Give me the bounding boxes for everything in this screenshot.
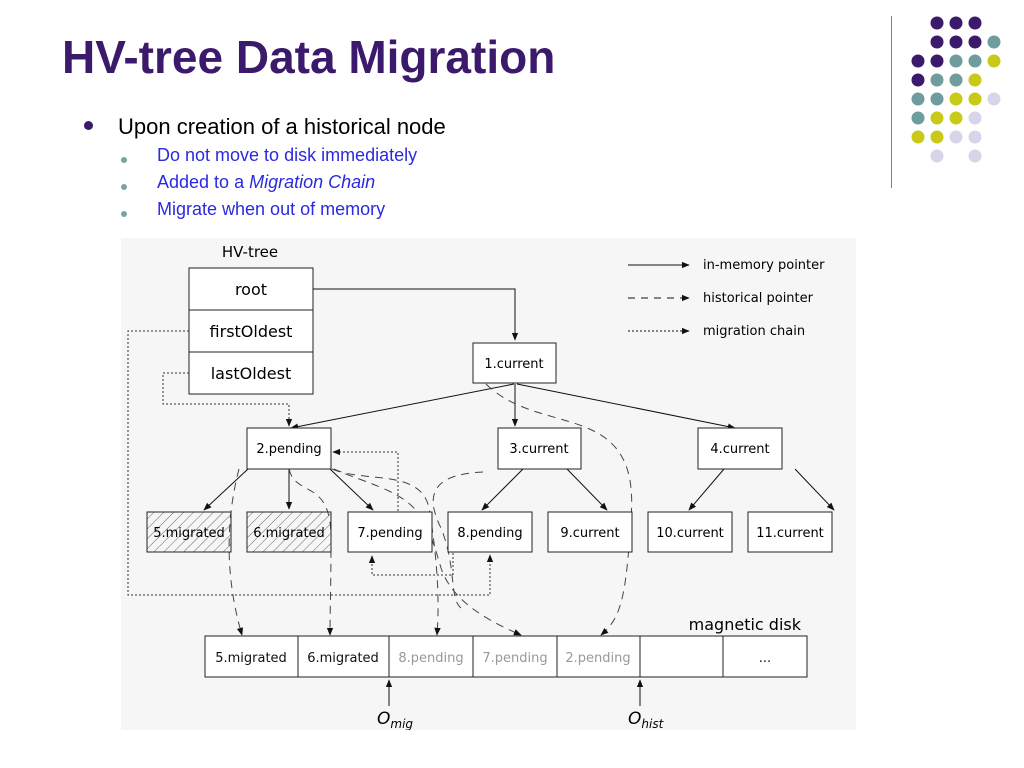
- node-3-current: 3.current: [497, 427, 582, 470]
- sub-bullet-2-italic: Migration Chain: [249, 172, 376, 192]
- node-7-pending: 7.pending: [347, 511, 433, 553]
- in-memory-pointers: [203, 288, 835, 511]
- decorative-dot: [987, 35, 1001, 49]
- disk-cell-5: 2.pending: [565, 651, 630, 666]
- decorative-dot: [930, 16, 944, 30]
- decorative-dot: [968, 73, 982, 87]
- node-4-current: 4.current: [697, 427, 783, 470]
- header-last-oldest: lastOldest: [211, 364, 292, 383]
- node-2-label: 2.pending: [256, 442, 321, 457]
- decorative-dot: [987, 92, 1001, 106]
- decorative-dot: [949, 92, 963, 106]
- sub-bullet-3: Migrate when out of memory: [157, 199, 385, 220]
- decorative-dot: [930, 73, 944, 87]
- tree-nodes: 1.current 2.pending 3.current 4.current …: [146, 342, 833, 553]
- decorative-dot: [968, 149, 982, 163]
- disk-label: magnetic disk: [689, 615, 802, 634]
- sub-bullet-marker: [121, 184, 127, 190]
- decorative-dot: [930, 54, 944, 68]
- disk-cell-7: ...: [759, 651, 771, 666]
- node-6-label: 6.migrated: [253, 526, 325, 541]
- disk-cell-3: 8.pending: [398, 651, 463, 666]
- node-11-label: 11.current: [756, 526, 824, 541]
- node-7-label: 7.pending: [357, 526, 422, 541]
- node-9-label: 9.current: [560, 526, 619, 541]
- decorative-dot: [949, 16, 963, 30]
- decorative-dot: [949, 111, 963, 125]
- decorative-dot: [968, 130, 982, 144]
- o-mig-label: Omig: [377, 709, 413, 730]
- magnetic-disk-strip: 5.migrated 6.migrated 8.pending 7.pendin…: [204, 635, 808, 678]
- decorative-dot: [911, 73, 925, 87]
- disk-cell-2: 6.migrated: [307, 651, 379, 666]
- decorative-dot: [949, 130, 963, 144]
- decorative-dot: [968, 16, 982, 30]
- node-8-label: 8.pending: [457, 526, 522, 541]
- bullet-main: Upon creation of a historical node: [118, 114, 446, 139]
- node-9-current: 9.current: [547, 511, 633, 553]
- node-4-label: 4.current: [710, 442, 769, 457]
- node-11-current: 11.current: [747, 511, 833, 553]
- node-10-current: 10.current: [647, 511, 733, 553]
- decorative-dot: [949, 54, 963, 68]
- decorative-dot: [949, 73, 963, 87]
- o-hist-label: Ohist: [628, 709, 665, 730]
- legend-in-memory: in-memory pointer: [703, 258, 825, 273]
- node-3-label: 3.current: [509, 442, 568, 457]
- disk-cell-4: 7.pending: [482, 651, 547, 666]
- decorative-dot-grid: [911, 16, 1001, 163]
- node-5-migrated: 5.migrated: [146, 511, 232, 553]
- legend-historical: historical pointer: [703, 291, 814, 306]
- sub-bullet-marker: [121, 211, 127, 217]
- decorative-vertical-line: [891, 16, 892, 188]
- disk-cell-1: 5.migrated: [215, 651, 287, 666]
- sub-bullet-2: Added to a Migration Chain: [157, 172, 375, 193]
- offset-pointers: Omig Ohist: [377, 679, 665, 731]
- node-8-pending: 8.pending: [447, 511, 533, 553]
- diagram-svg: HV-tree root firstOldest lastOldest in-m…: [127, 243, 835, 731]
- node-10-label: 10.current: [656, 526, 724, 541]
- node-5-label: 5.migrated: [153, 526, 225, 541]
- legend: in-memory pointer historical pointer mig…: [628, 258, 825, 339]
- header-first-oldest: firstOldest: [210, 322, 293, 341]
- sub-bullet-1: Do not move to disk immediately: [157, 145, 417, 166]
- decorative-dot: [949, 35, 963, 49]
- legend-migration: migration chain: [703, 324, 805, 339]
- node-1-current: 1.current: [472, 342, 557, 384]
- slide-title: HV-tree Data Migration: [62, 31, 556, 83]
- decorative-dot: [968, 111, 982, 125]
- decorative-dot: [911, 130, 925, 144]
- sub-bullet-2-text: Added to a: [157, 172, 250, 192]
- header-root: root: [235, 280, 267, 299]
- node-6-migrated: 6.migrated: [246, 511, 332, 553]
- migration-diagram: HV-tree root firstOldest lastOldest in-m…: [121, 238, 856, 731]
- decorative-dot: [930, 130, 944, 144]
- decorative-dot: [911, 92, 925, 106]
- decorative-dot: [930, 149, 944, 163]
- sub-bullet-3-text: Migrate when out of memory: [157, 199, 386, 219]
- decorative-dot: [987, 54, 1001, 68]
- decorative-dot: [911, 54, 925, 68]
- tree-label: HV-tree: [222, 243, 278, 261]
- bullet-marker: [84, 121, 93, 130]
- decorative-dot: [930, 92, 944, 106]
- sub-bullet-marker: [121, 157, 127, 163]
- sub-bullet-1-text: Do not move to disk immediately: [157, 145, 418, 165]
- decorative-dot: [911, 111, 925, 125]
- decorative-dot: [930, 111, 944, 125]
- migration-chain: [127, 330, 494, 596]
- decorative-dot: [930, 35, 944, 49]
- hv-tree-header: root firstOldest lastOldest: [188, 267, 314, 395]
- node-1-label: 1.current: [484, 357, 543, 372]
- node-2-pending: 2.pending: [246, 427, 332, 470]
- decorative-dot: [968, 92, 982, 106]
- decorative-dot: [968, 54, 982, 68]
- decorative-dot: [968, 35, 982, 49]
